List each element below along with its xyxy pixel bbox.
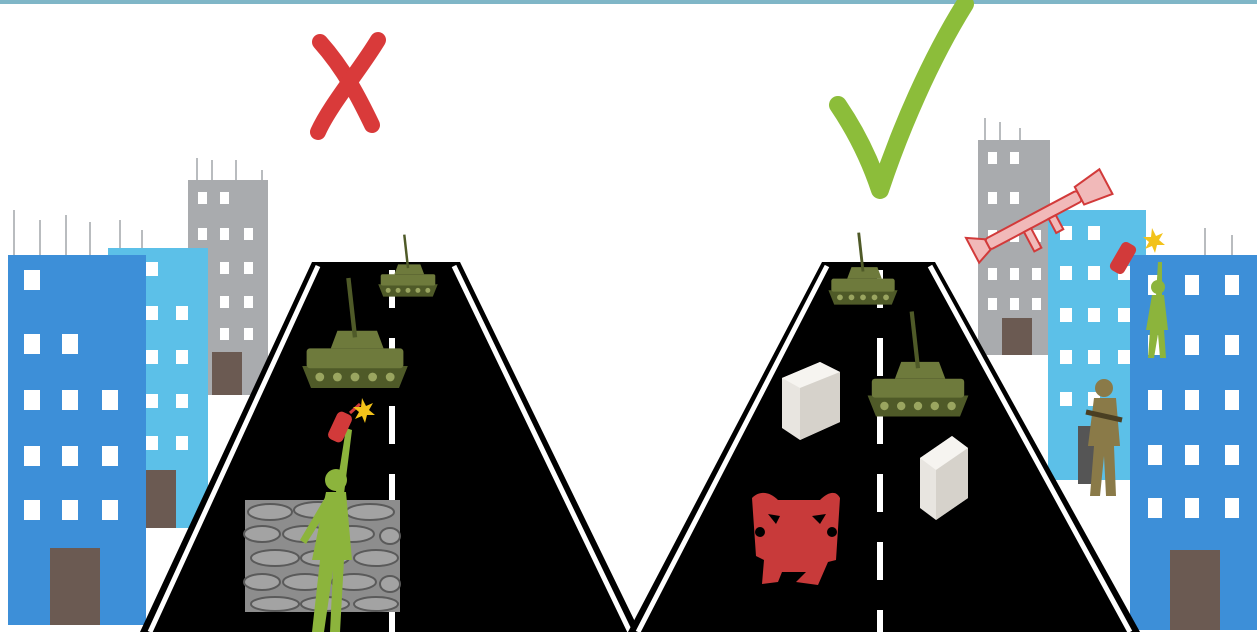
check-mark-icon: [838, 4, 965, 190]
cross-mark-icon: [318, 40, 378, 132]
